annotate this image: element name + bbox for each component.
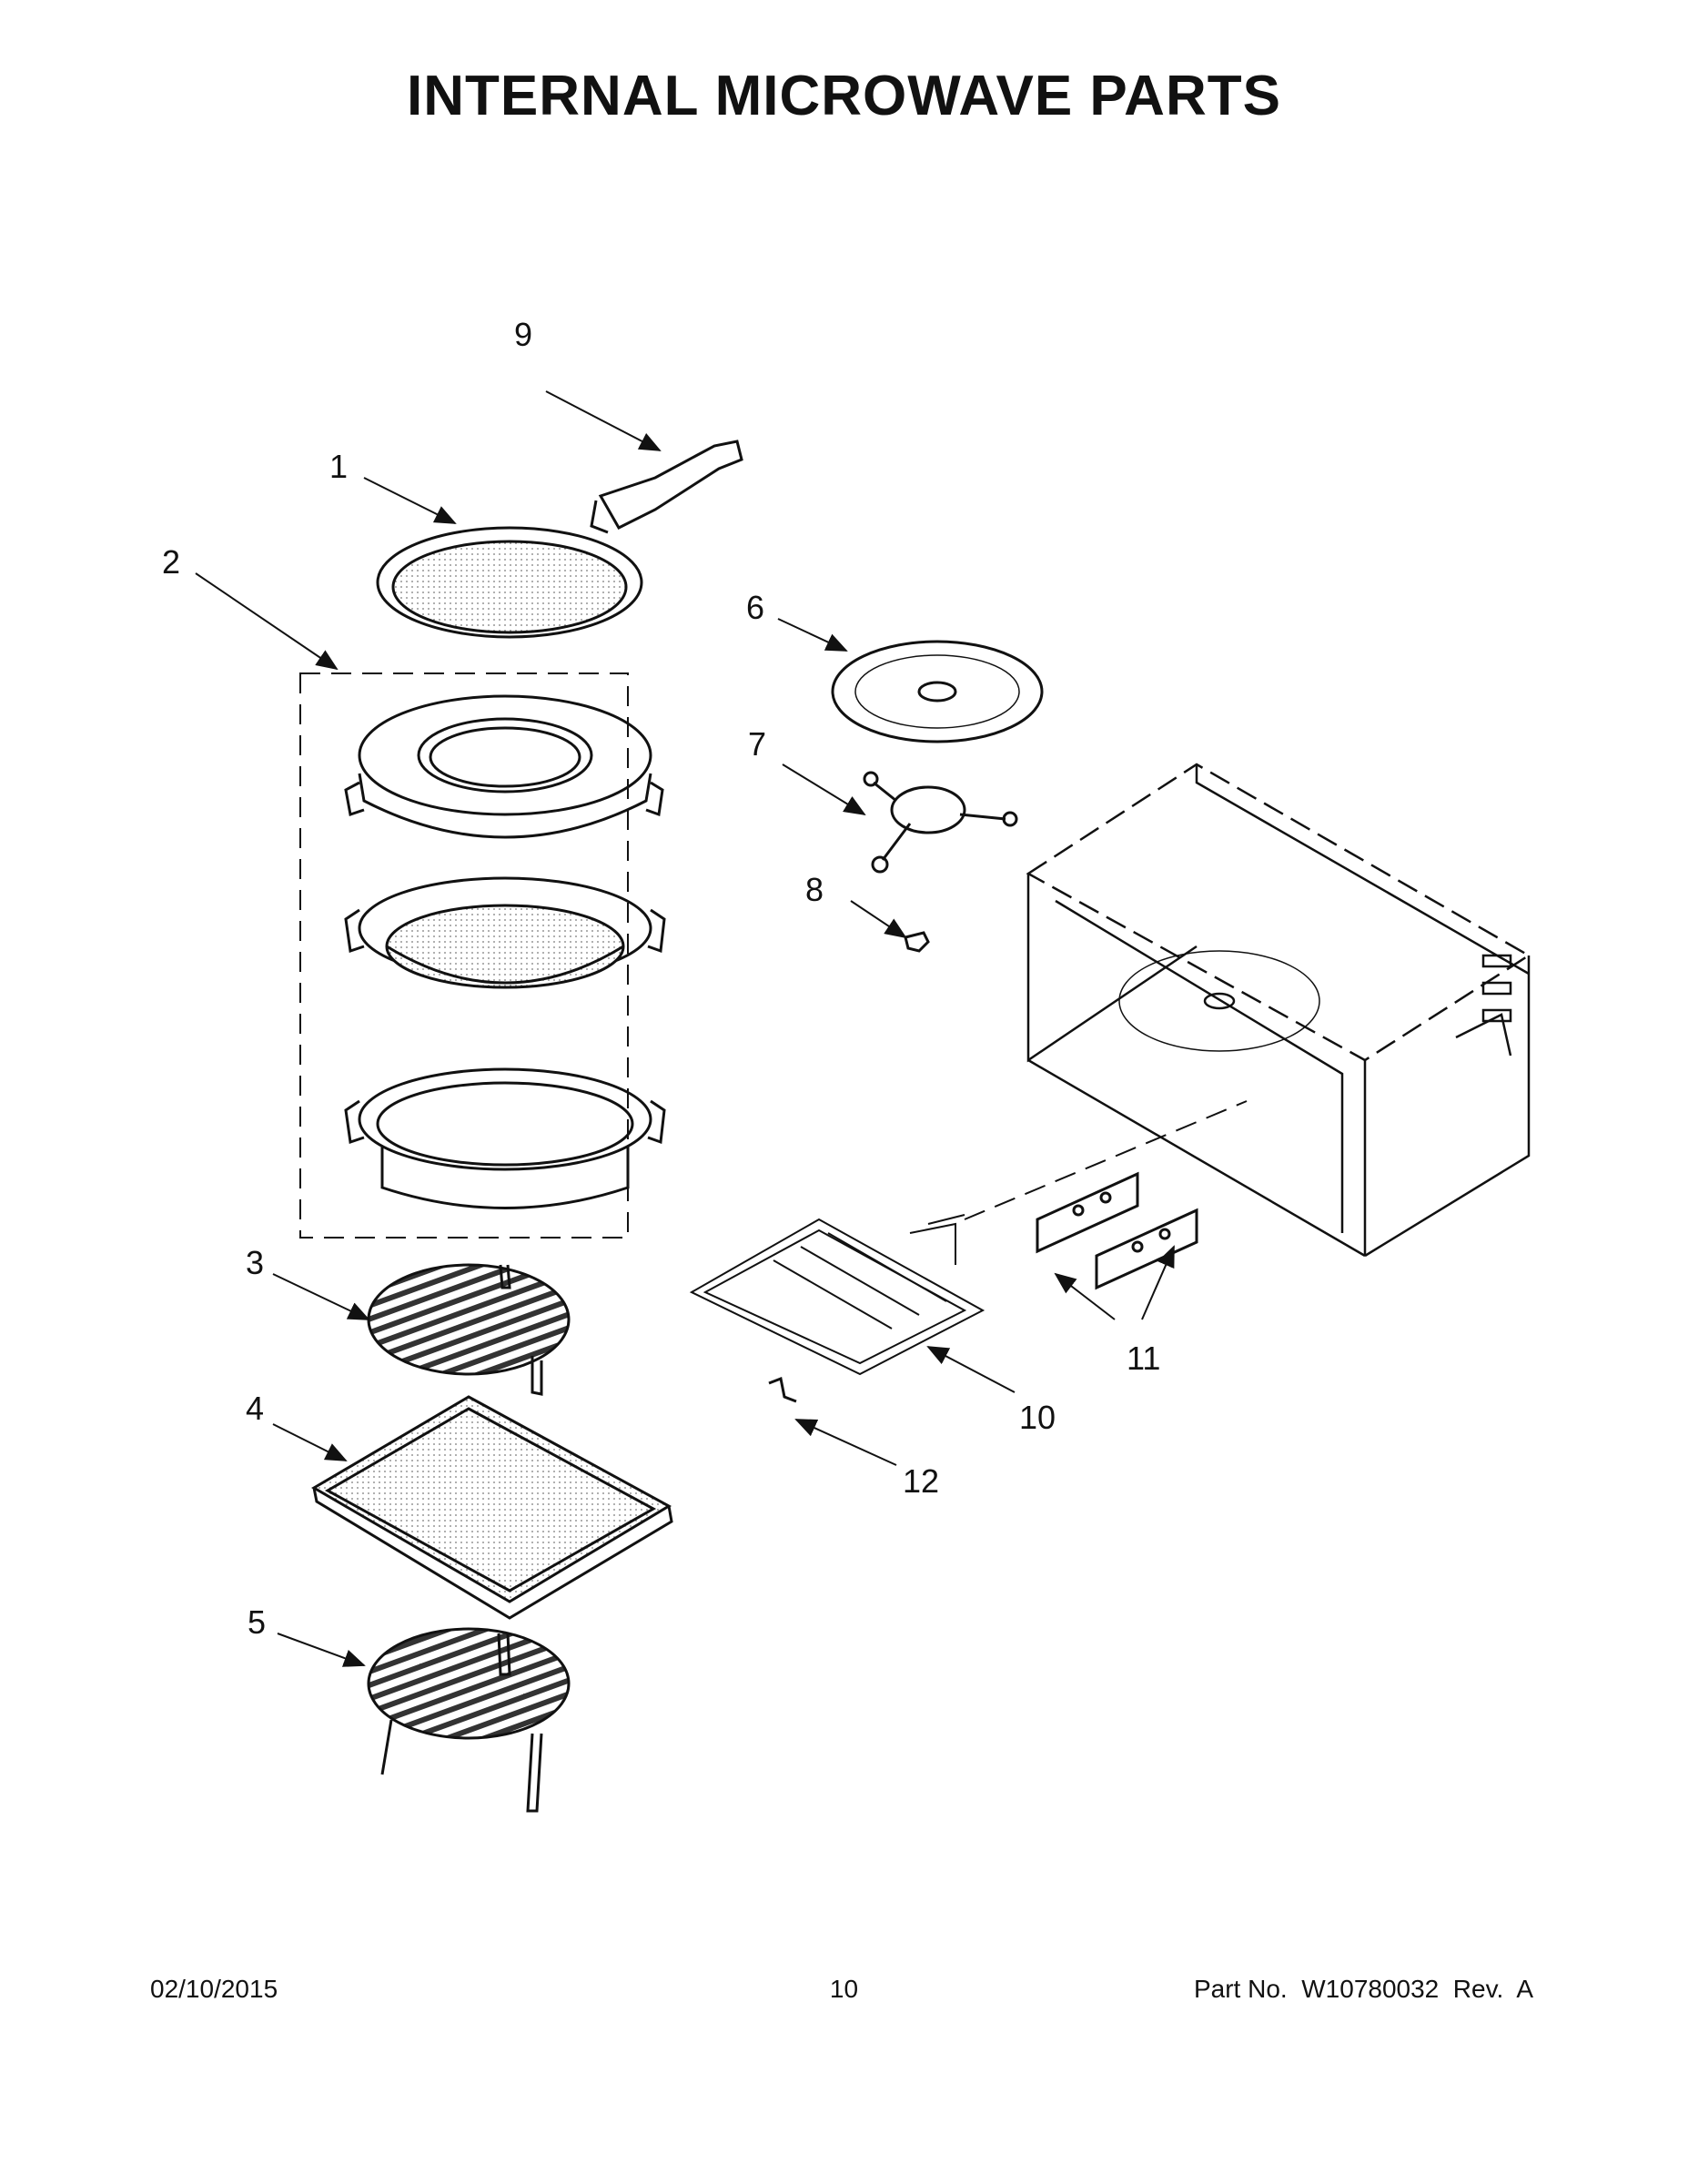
callout-8: 8 — [805, 871, 824, 908]
grill-rack-high-part — [367, 1627, 571, 1813]
callout-11: 11 — [1127, 1340, 1160, 1377]
callout-10: 10 — [1019, 1399, 1056, 1436]
callout-6: 6 — [746, 589, 764, 626]
roller-support-part — [863, 771, 1018, 874]
footer-page-number: 10 — [829, 1975, 859, 2003]
callout-4: 4 — [246, 1390, 264, 1427]
grill-rack-low-part — [367, 1263, 571, 1396]
handle-tool-part — [590, 440, 743, 534]
page-title: INTERNAL MICROWAVE PARTS — [407, 65, 1281, 127]
leader-arrows — [195, 390, 1175, 1667]
turntable-part — [831, 640, 1044, 743]
baking-tray-part — [311, 1395, 673, 1620]
waveguide-cover-part — [1036, 1171, 1198, 1290]
callout-3: 3 — [246, 1244, 264, 1281]
coupler-part — [904, 931, 930, 953]
footer-date: 02/10/2015 — [150, 1975, 278, 2003]
callout-12: 12 — [903, 1462, 939, 1500]
callout-1: 1 — [329, 448, 348, 485]
steamer-insert-part — [344, 876, 666, 989]
heater-connection-dashed-line — [964, 1100, 1248, 1220]
clip-part — [768, 1376, 797, 1403]
crisper-plate-part — [376, 526, 643, 639]
heater-element-part — [689, 1214, 986, 1376]
callout-2: 2 — [162, 543, 180, 581]
steamer-set-dashed-box — [299, 672, 629, 1239]
footer-part-number: Part No. W10780032 Rev. A — [1193, 1975, 1533, 2003]
callout-5: 5 — [248, 1603, 266, 1641]
callout-7: 7 — [748, 725, 766, 763]
callout-9: 9 — [514, 316, 532, 353]
steamer-lid-part — [344, 694, 664, 839]
microwave-cavity-frame — [1026, 763, 1531, 1258]
steamer-bowl-part — [344, 1067, 666, 1209]
